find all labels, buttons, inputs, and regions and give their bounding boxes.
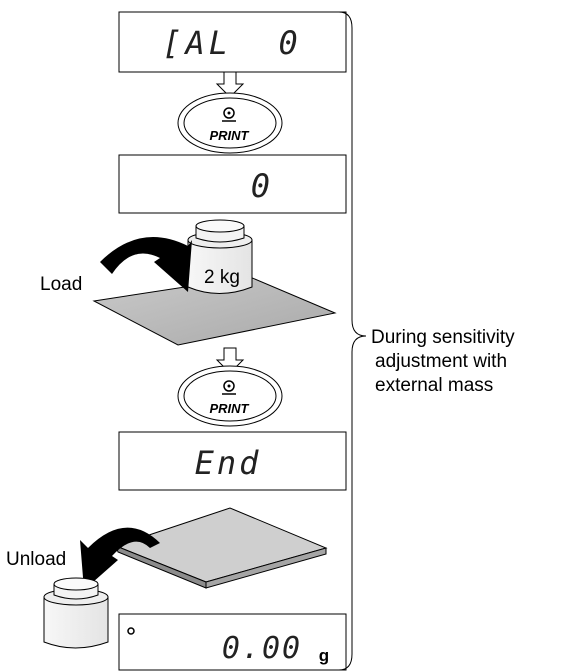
unload-arrow-icon [80,527,160,590]
display-cal-text: [AL 0 [162,24,302,62]
mass-label: 2 kg [204,267,240,288]
display-reading-unit: g [319,646,329,665]
load-label: Load [40,274,82,295]
load-arrow-icon [100,237,192,292]
display-reading-value: 0.00 [222,631,302,666]
mass-removed [43,577,109,649]
display-zero: 0 [118,154,347,214]
print-button-label: PRINT [210,401,250,416]
print-button-label: PRINT [210,128,250,143]
display-cal: [AL 0 [118,11,347,73]
print-symbol-icon [222,380,236,395]
weighing-pan-empty [114,507,328,589]
stable-indicator-icon [127,627,135,635]
bracket-note: During sensitivity adjustment with exter… [371,327,515,396]
display-end: End [118,431,347,491]
print-button[interactable]: PRINT [177,365,283,427]
bracket-note-line1: During sensitivity [371,327,515,348]
unload-label: Unload [6,549,66,570]
curly-bracket [338,11,367,671]
display-zero-text: 0 [251,167,270,205]
mass-2kg: 2 kg [187,219,253,294]
bracket-note-line3: external mass [375,375,493,396]
display-reading: 0.00 g [118,613,347,671]
down-arrow-icon [215,71,245,98]
bracket-note-line2: adjustment with [375,351,507,372]
print-symbol-icon [222,107,236,122]
display-end-text: End [195,444,262,482]
print-button[interactable]: PRINT [177,92,283,154]
